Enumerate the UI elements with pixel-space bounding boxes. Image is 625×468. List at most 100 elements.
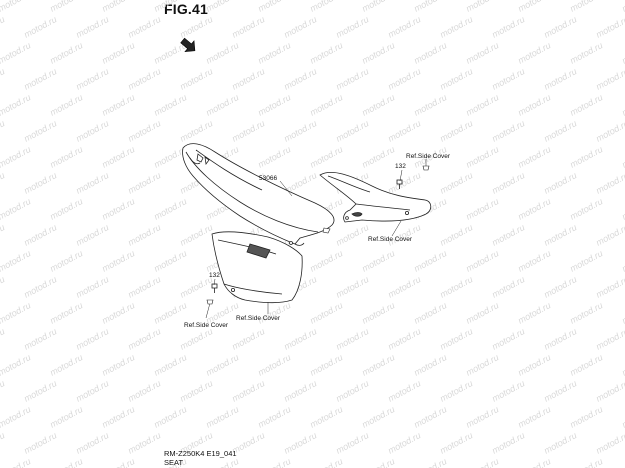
watermark-text: motod.ru (542, 170, 578, 196)
watermark-text: motod.ru (22, 118, 58, 144)
watermark-text: motod.ru (308, 0, 344, 14)
watermark-text: motod.ru (204, 404, 240, 430)
watermark-text: motod.ru (256, 144, 292, 170)
watermark-text: motod.ru (256, 352, 292, 378)
watermark-text: motod.ru (516, 404, 552, 430)
watermark-text: motod.ru (152, 404, 188, 430)
watermark-text: motod.ru (256, 456, 292, 468)
watermark-text: motod.ru (542, 66, 578, 92)
watermark-text: motod.ru (542, 274, 578, 300)
watermark-text: motod.ru (334, 378, 370, 404)
watermark-text: motod.ru (0, 456, 32, 468)
watermark-text: motod.ru (126, 222, 162, 248)
watermark-text: motod.ru (126, 118, 162, 144)
watermark-text: motod.ru (516, 92, 552, 118)
watermark-text: motod.ru (360, 92, 396, 118)
watermark-text: motod.ru (594, 430, 625, 456)
watermark-text: motod.ru (74, 170, 110, 196)
watermark-text: motod.ru (0, 352, 32, 378)
watermark-text: motod.ru (74, 118, 110, 144)
watermark-text: motod.ru (256, 0, 292, 14)
watermark-text: motod.ru (464, 144, 500, 170)
watermark-text: motod.ru (334, 222, 370, 248)
watermark-text: motod.ru (412, 352, 448, 378)
ref-side-cover-right-label: Ref.Side Cover (406, 153, 451, 160)
watermark-text: motod.ru (386, 118, 422, 144)
watermark-text: motod.ru (334, 118, 370, 144)
watermark-text: motod.ru (22, 274, 58, 300)
watermark-text: motod.ru (282, 430, 318, 456)
watermark-text: motod.ru (0, 0, 32, 14)
watermark-text: motod.ru (22, 430, 58, 456)
watermark-text: motod.ru (152, 352, 188, 378)
watermark-text: motod.ru (230, 14, 266, 40)
watermark-text: motod.ru (22, 170, 58, 196)
watermark-text: motod.ru (308, 144, 344, 170)
watermark-text: motod.ru (464, 40, 500, 66)
watermark-text: motod.ru (334, 430, 370, 456)
watermark-text: motod.ru (620, 352, 625, 378)
watermark-text: motod.ru (48, 196, 84, 222)
left-side-cover (211, 231, 303, 304)
watermark-text: motod.ru (0, 196, 32, 222)
watermark-text: motod.ru (22, 378, 58, 404)
watermark-text: motod.ru (386, 14, 422, 40)
watermark-text: motod.ru (100, 144, 136, 170)
watermark-text: motod.ru (490, 378, 526, 404)
watermark-text: motod.ru (386, 66, 422, 92)
watermark-text: motod.ru (386, 326, 422, 352)
footer-code: RM-Z250K4 E19_041 (164, 449, 237, 458)
watermark-text: motod.ru (308, 248, 344, 274)
watermark-text: motod.ru (0, 144, 32, 170)
watermark-text: motod.ru (0, 222, 6, 248)
watermark-text: motod.ru (516, 456, 552, 468)
watermark-text: motod.ru (620, 144, 625, 170)
figure-title: FIG.41 (164, 1, 208, 17)
watermark-text: motod.ru (22, 14, 58, 40)
watermark-text: motod.ru (204, 92, 240, 118)
watermark-text: motod.ru (438, 326, 474, 352)
watermark-text: motod.ru (412, 404, 448, 430)
watermark-text: motod.ru (412, 0, 448, 14)
watermark-text: motod.ru (360, 144, 396, 170)
watermark-text: motod.ru (0, 14, 6, 40)
watermark-text: motod.ru (438, 222, 474, 248)
watermark-text: motod.ru (256, 92, 292, 118)
footer-name: SEAT (164, 458, 184, 467)
watermark-text: motod.ru (74, 14, 110, 40)
watermark-text: motod.ru (438, 274, 474, 300)
watermark-text: motod.ru (152, 248, 188, 274)
watermark-text: motod.ru (568, 456, 604, 468)
watermark-text: motod.ru (490, 118, 526, 144)
watermark-text: motod.ru (620, 40, 625, 66)
watermark-text: motod.ru (438, 66, 474, 92)
watermark-text: motod.ru (386, 378, 422, 404)
watermark-text: motod.ru (48, 144, 84, 170)
watermark-text: motod.ru (48, 92, 84, 118)
watermark-text: motod.ru (230, 326, 266, 352)
watermark-text: motod.ru (464, 248, 500, 274)
watermark-text: motod.ru (100, 456, 136, 468)
watermark-text: motod.ru (334, 14, 370, 40)
watermark-text: motod.ru (594, 378, 625, 404)
watermark-text: motod.ru (22, 66, 58, 92)
watermark-text: motod.ru (464, 404, 500, 430)
watermark-text: motod.ru (438, 170, 474, 196)
watermark-text: motod.ru (412, 300, 448, 326)
watermark-text: motod.ru (308, 456, 344, 468)
ref-side-cover-lower-label: Ref.Side Cover (368, 236, 413, 243)
watermark-text: motod.ru (48, 300, 84, 326)
watermark-text: motod.ru (568, 300, 604, 326)
watermark-text: motod.ru (516, 0, 552, 14)
watermark-text: motod.ru (438, 118, 474, 144)
watermark-text: motod.ru (74, 66, 110, 92)
watermark-text: motod.ru (0, 430, 6, 456)
watermark-text: motod.ru (464, 92, 500, 118)
watermark-text: motod.ru (0, 40, 32, 66)
watermark-text: motod.ru (74, 222, 110, 248)
watermark-text: motod.ru (438, 430, 474, 456)
watermark-text: motod.ru (542, 430, 578, 456)
watermark-text: motod.ru (282, 14, 318, 40)
watermark-text: motod.ru (360, 456, 396, 468)
